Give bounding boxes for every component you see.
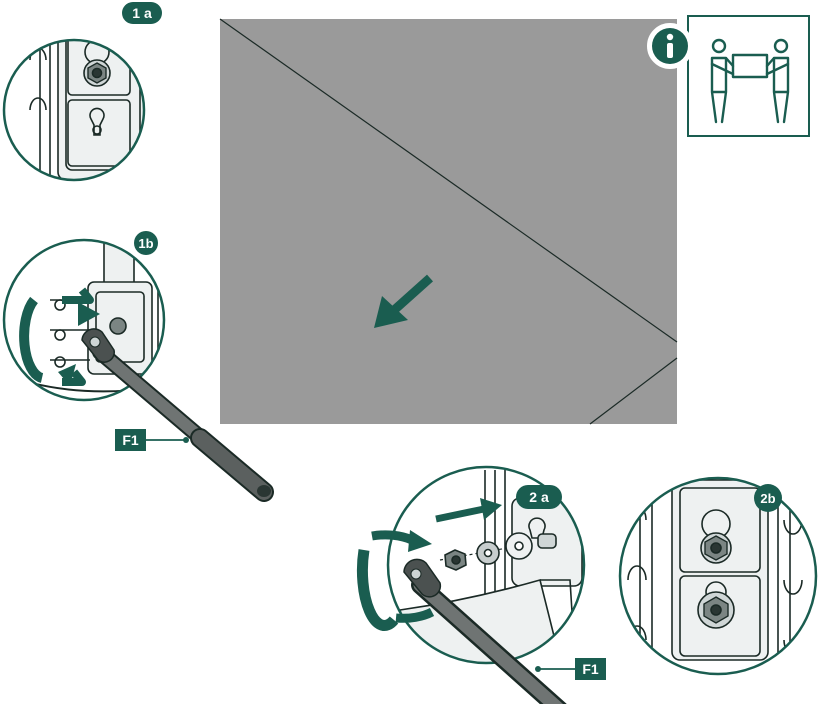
badge-1b-label: 1b [138, 236, 153, 251]
tool-label-f1-upper-text: F1 [122, 432, 139, 448]
detail-circle-1a: 1 a [2, 2, 162, 182]
badge-2a-label: 2 a [529, 489, 549, 505]
socket-wrench-upper [81, 328, 274, 502]
badge-1a: 1 a [122, 2, 162, 24]
insert-arrow-icon [435, 498, 502, 523]
detail-circle-2b: 2b [618, 476, 818, 676]
tool-label-f1-lower-text: F1 [582, 661, 599, 677]
tool-label-f1-lower: F1 [535, 658, 606, 680]
washer-stack [439, 532, 533, 571]
detail-circle-2a: 2 a [356, 465, 586, 665]
badge-1b: 1b [134, 231, 158, 255]
badge-2b: 2b [754, 484, 782, 512]
badge-1a-label: 1 a [132, 5, 152, 21]
socket-wrench-lower [403, 558, 567, 704]
tool-label-f1-upper: F1 [115, 429, 189, 451]
two-person-lift-icon [710, 38, 790, 124]
rotation-arrow-icon [19, 287, 100, 386]
badge-2a: 2 a [516, 485, 562, 509]
badge-2b-label: 2b [760, 491, 775, 506]
direction-arrow-icon [374, 274, 434, 328]
info-panel [647, 15, 810, 137]
detail-circle-1b: 1b [2, 231, 166, 402]
wall-panel [219, 18, 678, 425]
info-icon [647, 23, 693, 69]
